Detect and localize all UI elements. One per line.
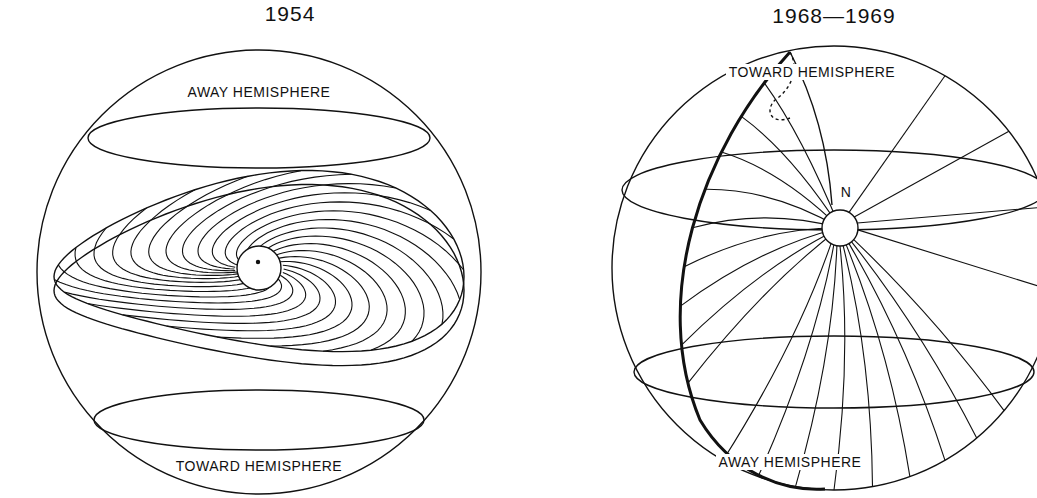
field-line [721,152,840,228]
field-line [723,244,831,461]
sphere-outline [612,46,1037,490]
field-line [741,116,840,228]
sheet-rim-lower [54,185,464,366]
spiral-field-line [259,236,424,341]
field-line [758,245,834,477]
year-title: 1954 [262,2,319,26]
hemisphere-label: AWAY HEMISPHERE [716,454,865,470]
field-line [849,76,945,213]
field-line [705,189,840,228]
sun-dot [257,261,260,264]
sun-sphere [237,246,281,290]
sheet-edge [680,52,825,489]
field-line [857,207,1037,223]
field-line [858,230,1037,291]
current-sheet [54,171,464,366]
field-line [688,228,840,383]
field-line [843,246,872,487]
sphere-outline [37,50,481,494]
hemisphere-label: TOWARD HEMISPHERE [726,64,898,80]
field-line [852,242,977,438]
hemisphere-label: TOWARD HEMISPHERE [173,458,345,474]
field-line [854,131,1009,217]
year-title: 1968—1969 [769,4,898,28]
pole-label: N [838,184,855,200]
hemisphere-label: AWAY HEMISPHERE [185,84,334,100]
latitude-ring [94,390,424,450]
sun-sphere [822,210,858,246]
spiral-field-line [131,190,247,279]
field-line [854,240,1004,411]
sheet-rim [54,171,464,352]
latitude-ring [88,108,430,168]
field-line [764,83,840,228]
field-line [680,228,840,306]
current-sheet [680,76,1037,490]
field-line [684,228,840,267]
field-line [846,245,910,477]
spiral-field-line [253,228,443,324]
field-line [682,228,841,345]
field-line [693,218,841,228]
